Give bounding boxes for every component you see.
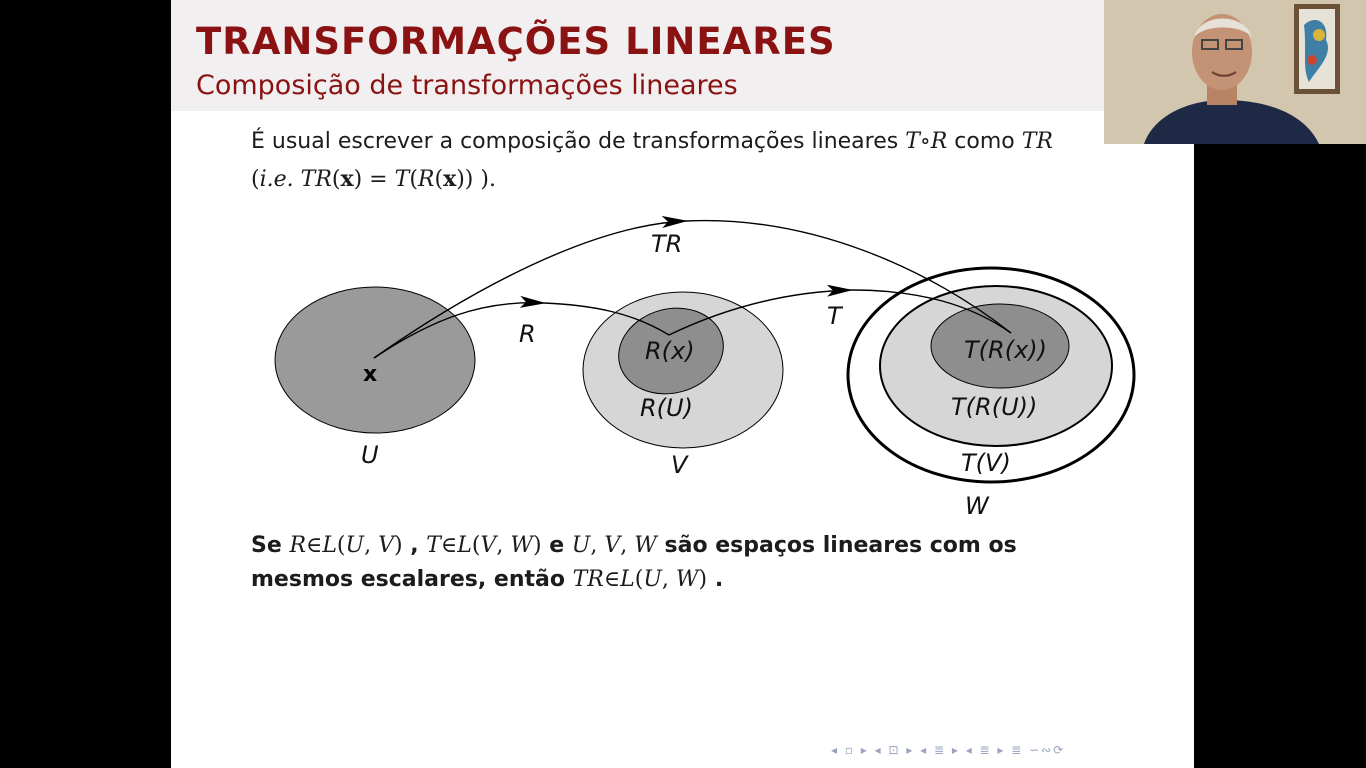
label-TRx: T(R(x)) bbox=[964, 336, 1047, 364]
slide-header: TRANSFORMAÇÕES LINEARES Composição de tr… bbox=[171, 0, 1194, 111]
label-U: U bbox=[361, 441, 379, 469]
label-R: R bbox=[519, 320, 536, 348]
slide-subtitle: Composição de transformações lineares bbox=[196, 70, 738, 101]
intro-line-2: (i.e. TR(x) = T(R(x)) ). bbox=[251, 166, 496, 192]
label-W: W bbox=[965, 492, 990, 520]
label-Rx: R(x) bbox=[645, 337, 695, 365]
composition-diagram: x U R R(x) R(U) V T TR T(R(x)) T(R(U)) T… bbox=[274, 216, 1136, 520]
arrow-R bbox=[373, 295, 546, 359]
webcam-video bbox=[1104, 0, 1366, 144]
slide: TRANSFORMAÇÕES LINEARES Composição de tr… bbox=[171, 0, 1194, 768]
set-RU bbox=[618, 307, 724, 395]
arrow-T bbox=[668, 284, 853, 336]
slide-title: TRANSFORMAÇÕES LINEARES bbox=[196, 20, 836, 63]
statement-line-2: mesmos escalares, então TR∈L(U, W) . bbox=[251, 567, 724, 592]
label-V: V bbox=[671, 451, 689, 479]
intro-line-1: É usual escrever a composição de transfo… bbox=[251, 129, 1053, 154]
presenter-image bbox=[1104, 0, 1366, 144]
arrow-T-tail bbox=[850, 289, 1012, 334]
beamer-navigation[interactable]: ◂ ▫ ▸ ◂ ⊡ ▸ ◂ ≣ ▸ ◂ ≣ ▸ ≣ ∽∾⟳ bbox=[831, 743, 1066, 757]
set-U bbox=[274, 286, 476, 434]
label-TRU: T(R(U)) bbox=[951, 393, 1037, 421]
label-TR: TR bbox=[651, 230, 682, 258]
label-RU: R(U) bbox=[640, 394, 693, 422]
set-TRU bbox=[930, 303, 1070, 389]
label-T: T bbox=[827, 302, 844, 330]
label-x: x bbox=[363, 362, 377, 387]
statement-line-1: Se R∈L(U, V) , T∈L(V, W) e U, V, W são e… bbox=[251, 533, 1017, 558]
arrow-TR-tail bbox=[685, 219, 1012, 334]
arrow-TR bbox=[373, 216, 688, 359]
label-TV: T(V) bbox=[961, 449, 1011, 477]
arrow-R-tail bbox=[543, 302, 670, 336]
